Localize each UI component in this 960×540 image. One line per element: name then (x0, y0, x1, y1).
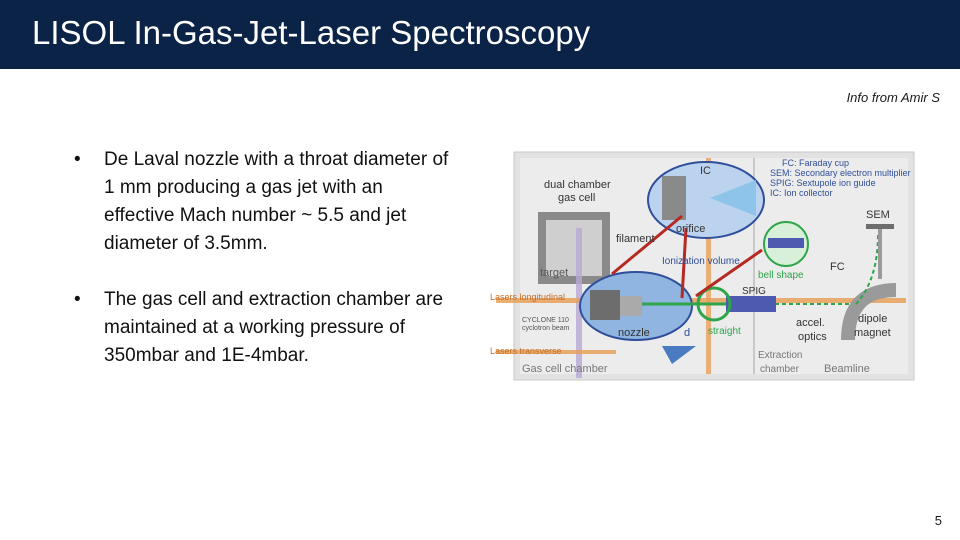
legend-spig: SPIG: Sextupole ion guide (770, 178, 876, 188)
slide-title: LISOL In-Gas-Jet-Laser Spectroscopy (32, 14, 591, 51)
jet-cone (662, 346, 696, 364)
bullet-marker: • (74, 289, 81, 310)
nozzle-block (590, 290, 620, 320)
legend-fc: FC: Faraday cup (782, 158, 849, 168)
spig-rods (726, 296, 776, 312)
label-fc: FC (830, 261, 845, 273)
bullet-text: De Laval nozzle with a throat diameter o… (104, 149, 449, 254)
laser-transverse-beam (496, 350, 616, 354)
label-sem: SEM (866, 209, 890, 221)
label-dual-chamber: dual chamber (544, 179, 611, 191)
straight-marker (696, 286, 732, 322)
label-cyclone: CYCLONE 110 (522, 317, 569, 324)
orifice-block (662, 176, 686, 220)
laser-longitudinal-beam (496, 298, 906, 303)
label-d: d (684, 327, 690, 339)
gas-jet-setup-figure: FC: Faraday cup SEM: Secondary electron … (486, 150, 918, 384)
ion-path-bend (855, 233, 879, 305)
label-nozzle: nozzle (618, 327, 650, 339)
arrow-ionization (680, 227, 688, 299)
sem-detector (866, 224, 894, 229)
legend-sem: SEM: Secondary electron multiplier (770, 168, 911, 178)
label-cyclotron-beam: cyclotron beam (522, 325, 570, 332)
credit-note: Info from Amir S (846, 90, 940, 105)
gas-cell-interior (546, 220, 602, 276)
page-number: 5 (934, 513, 942, 528)
bullet-list: • De Laval nozzle with a throat diameter… (74, 146, 454, 398)
dipole-magnet (841, 283, 897, 341)
bullet-marker: • (74, 149, 81, 170)
label-beamline: Beamline (824, 363, 870, 375)
label-ionization-volume: Ionization volume (662, 256, 740, 267)
bullet-item: • De Laval nozzle with a throat diameter… (74, 146, 454, 258)
orifice-jet (710, 180, 756, 216)
label-accel: accel. (796, 317, 825, 329)
label-chamber: chamber (760, 364, 800, 375)
label-gas-cell-chamber: Gas cell chamber (522, 363, 608, 375)
setup-diagram: FC: Faraday cup SEM: Secondary electron … (490, 151, 915, 381)
laser-vertical (706, 158, 711, 374)
legend-ic: IC: Ion collector (770, 188, 833, 198)
label-extraction: Extraction (758, 350, 802, 361)
nozzle-tip (620, 296, 642, 316)
label-dipole: dipole (858, 313, 887, 325)
label-lasers-transverse: Lasers transverse (490, 346, 562, 356)
bullet-item: • The gas cell and extraction chamber ar… (74, 286, 454, 370)
label-straight: straight (708, 326, 741, 337)
label-lasers-longitudinal: Lasers longitudinal (490, 292, 565, 302)
sem-stem (878, 229, 882, 279)
label-target: target (540, 267, 568, 279)
label-orifice: orifice (676, 223, 705, 235)
bullet-text: The gas cell and extraction chamber are … (104, 289, 444, 366)
label-ic: IC (700, 165, 711, 177)
label-magnet: magnet (854, 327, 891, 339)
title-bar: LISOL In-Gas-Jet-Laser Spectroscopy (0, 0, 960, 69)
bell-shape-rods (768, 238, 804, 248)
label-spig: SPIG (742, 286, 766, 297)
label-filament: filament (616, 233, 655, 245)
label-optics: optics (798, 331, 827, 343)
label-bell-shape: bell shape (758, 270, 804, 281)
arrow-orifice (611, 214, 683, 276)
arrow-bell (695, 248, 763, 298)
label-gas-cell: gas cell (558, 192, 595, 204)
